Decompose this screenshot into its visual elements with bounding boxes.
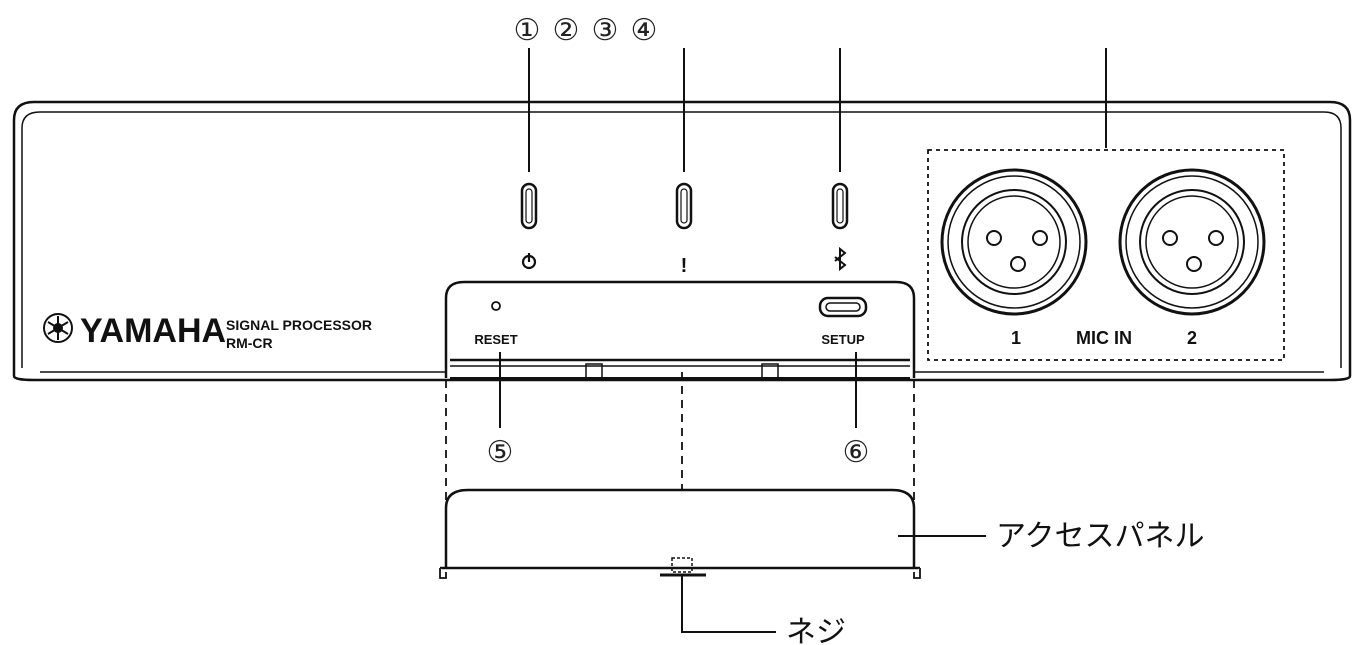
callout-5: ⑤	[487, 435, 514, 470]
callout-leaders-top	[528, 48, 1107, 172]
screw-label: ネジ	[786, 615, 846, 645]
callout-4: ④	[631, 13, 658, 48]
model-name: RM-CR	[226, 335, 273, 351]
product-line: SIGNAL PROCESSOR	[226, 317, 372, 333]
mic-1-label: 1	[1011, 328, 1021, 348]
brand-name: YAMAHA	[80, 312, 226, 350]
alert-icon: !	[681, 255, 688, 277]
alert-led	[675, 182, 693, 230]
mic-in-label: MIC IN	[1076, 328, 1132, 348]
power-icon	[521, 253, 537, 270]
setup-usb-port[interactable]	[818, 296, 868, 318]
reset-label: RESET	[474, 332, 517, 347]
bluetooth-icon	[834, 246, 847, 272]
callout-1: ①	[514, 13, 541, 48]
screw-leader	[681, 576, 776, 633]
access-panel-cover	[439, 488, 921, 579]
mic-2-label: 2	[1187, 328, 1197, 348]
mic-input-2	[1118, 168, 1266, 316]
screw-slot	[671, 557, 693, 573]
yamaha-logo-icon	[43, 313, 73, 343]
access-panel-label: アクセスパネル	[996, 519, 1205, 554]
bluetooth-led	[831, 182, 849, 230]
power-led	[520, 182, 538, 230]
reset-button[interactable]	[491, 301, 501, 311]
callout-2: ②	[553, 13, 580, 48]
panel-rail	[450, 358, 910, 379]
callout-3: ③	[592, 13, 619, 48]
callout-6: ⑥	[843, 435, 870, 470]
setup-label: SETUP	[821, 332, 865, 347]
mic-in-dashed-box	[927, 149, 1285, 361]
indicator-leds	[520, 182, 849, 230]
access-panel-opening	[444, 280, 916, 378]
mic-input-1	[940, 168, 1088, 316]
